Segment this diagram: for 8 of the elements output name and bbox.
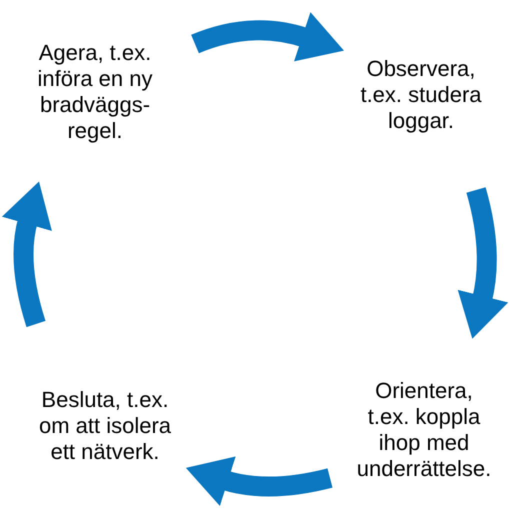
step-text: Besluta, t.ex. om att isolera ett nätverk.: [38, 387, 172, 465]
curved-arrow: [2, 181, 52, 327]
step-text: Agera, t.ex. införa en ny bradväggs- regel.: [36, 40, 154, 144]
curved-arrow: [191, 12, 344, 62]
curved-arrow: [186, 456, 332, 506]
step-text: Observera, t.ex. studera loggar.: [359, 56, 483, 134]
step-text: Orientera, t.ex. koppla ihop med underrättelse.: [356, 378, 492, 482]
curved-arrow: [457, 187, 508, 340]
